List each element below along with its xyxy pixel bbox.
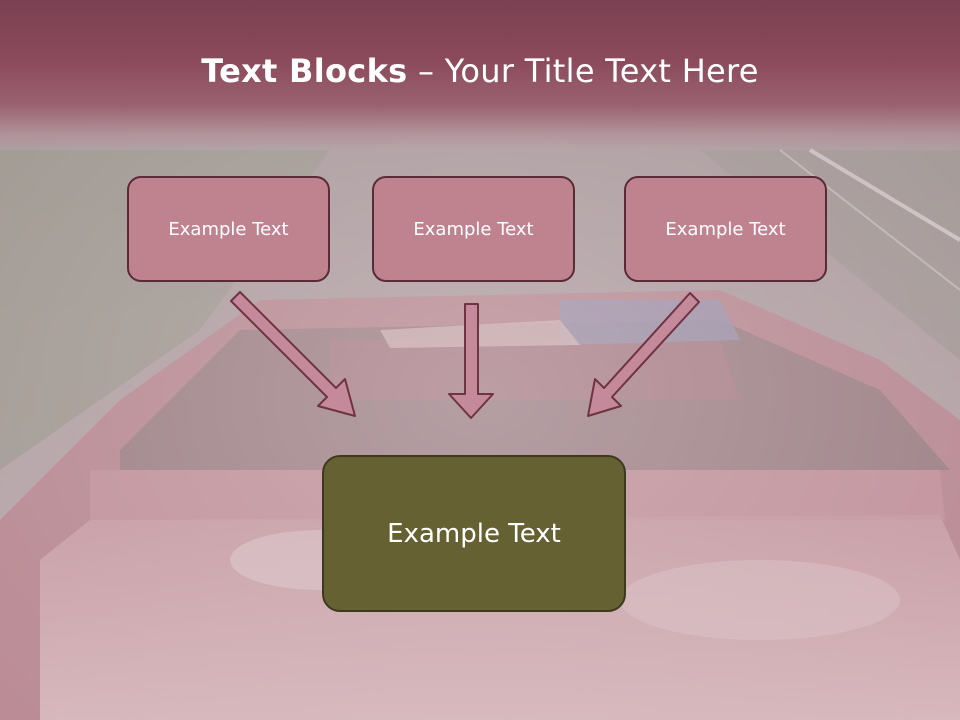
text-block-2[interactable]: Example Text (372, 176, 575, 282)
title-banner (0, 0, 960, 150)
arrow-center (448, 303, 494, 419)
text-block-2-label: Example Text (413, 218, 534, 240)
text-block-3-label: Example Text (665, 218, 786, 240)
arrow-left (230, 291, 356, 417)
title-rest: Your Title Text Here (444, 52, 759, 90)
slide-title: Text Blocks – Your Title Text Here (0, 52, 960, 90)
text-block-1[interactable]: Example Text (127, 176, 330, 282)
title-dash: – (407, 52, 445, 90)
main-text-block[interactable]: Example Text (322, 455, 626, 612)
main-text-block-label: Example Text (387, 518, 561, 549)
title-bold: Text Blocks (201, 52, 408, 90)
text-block-3[interactable]: Example Text (624, 176, 827, 282)
arrow-right (587, 292, 700, 417)
text-block-1-label: Example Text (168, 218, 289, 240)
